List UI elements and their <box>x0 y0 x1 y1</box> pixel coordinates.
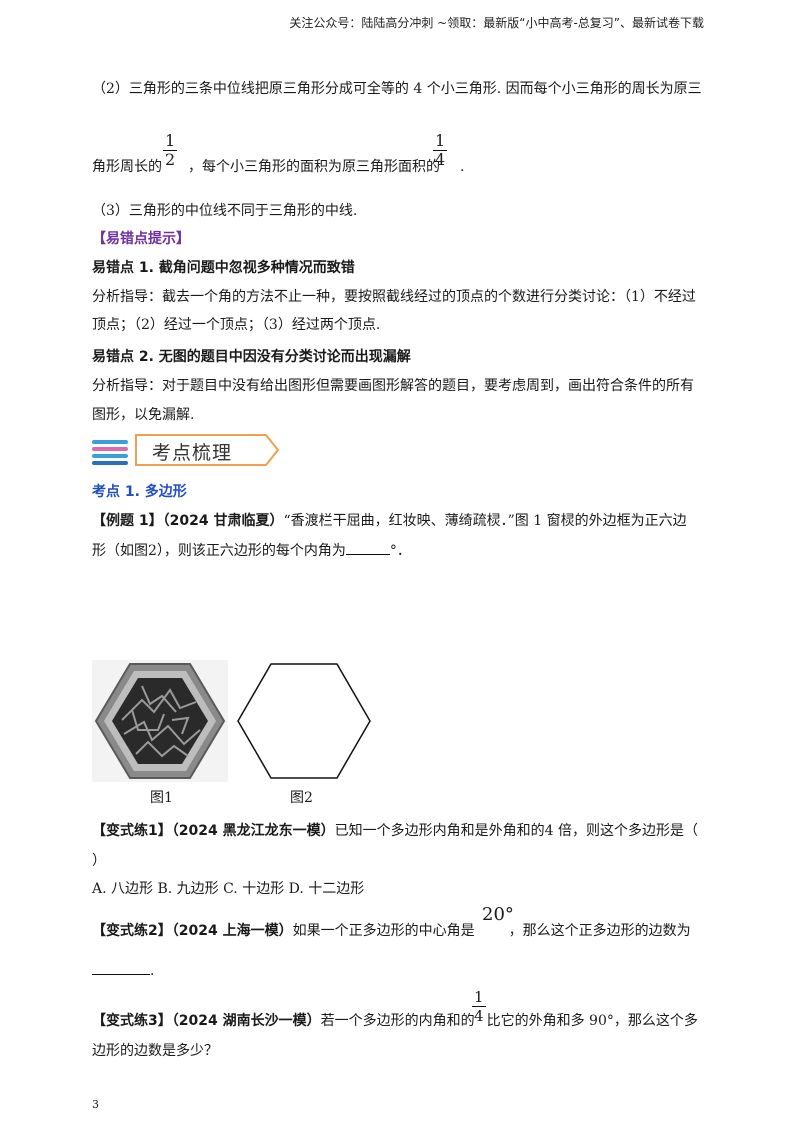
exercise3-line1: 【变式练3】（2024 湖南长沙一模）若一个多边形的内角和的比它的外角和多 90… <box>92 1013 698 1029</box>
fraction-one-half: 1 2 <box>163 131 178 169</box>
figure2-caption: 图2 <box>290 790 313 806</box>
note-item2-text-b: ，每个小三角形的面积为原三角形面积的 <box>188 159 440 175</box>
pitfall1-title: 易错点 1. 截角问题中忽视多种情况而致错 <box>92 260 355 276</box>
note-item2-line1: （2）三角形的三条中位线把原三角形分成可全等的 4 个小三角形. 因而每个小三角… <box>92 81 702 97</box>
central-angle-value: 20° <box>482 904 514 925</box>
pitfall1-line2: 顶点；（2）经过一个顶点；（3）经过两个顶点. <box>92 317 381 333</box>
exercise1-source: （2024 黑龙江龙东一模） <box>171 823 335 839</box>
fraction-one-quarter: 1 4 <box>433 131 448 169</box>
example1-text: “香渡栏干屈曲，红妆映、薄绮疏棂．”图 1 窗棂的外边框为正六边 <box>283 513 687 529</box>
section-banner-label: 考点梳理 <box>152 442 233 464</box>
topic-heading: 考点 1. 多边形 <box>92 484 187 500</box>
window-lattice-photo <box>92 660 228 782</box>
section-banner-graphic <box>92 434 280 466</box>
page-number: 3 <box>92 1098 99 1111</box>
exercise2-answer-blank <box>92 960 150 975</box>
note-item2-text-c: . <box>460 159 465 175</box>
example1-tag: 【例题 1】 <box>92 513 163 529</box>
header-note: 关注公众号：陆陆高分冲刺 ~领取：最新版“小中高考-总复习”、最新试卷下载 <box>289 16 704 30</box>
exercise1-tag: 【变式练1】 <box>92 823 172 839</box>
pitfalls-heading: 【易错点提示】 <box>92 231 190 247</box>
exercise2-line1: 【变式练2】（2024 上海一模）如果一个正多边形的中心角是，那么这个正多边形的… <box>92 923 691 939</box>
exercise1-line2: ） <box>92 853 106 869</box>
note-item3: （3）三角形的中位线不同于三角形的中线. <box>92 203 358 219</box>
example1-line1: 【例题 1】（2024 甘肃临夏）“香渡栏干屈曲，红妆映、薄绮疏棂．”图 1 窗… <box>92 510 687 532</box>
regular-hexagon-diagram <box>237 663 371 779</box>
pitfall2-line1: 分析指导：对于题目中没有给出图形但需要画图形解答的题目，要考虑周到，画出符合条件… <box>92 378 694 394</box>
exercise1-line1: 【变式练1】（2024 黑龙江龙东一模）已知一个多边形内角和是外角和的4 倍，则… <box>92 823 698 839</box>
note-item2-text-a: 角形周长的 <box>92 159 162 175</box>
exercise2-source: （2024 上海一模） <box>171 923 293 939</box>
exercise2-tag: 【变式练2】 <box>92 923 172 939</box>
note-item2-line2: 角形周长的 ，每个小三角形的面积为原三角形面积的. <box>92 156 464 178</box>
exercise2-line2: . <box>92 960 154 982</box>
exercise3-source: （2024 湖南长沙一模） <box>171 1013 321 1029</box>
pitfall1-line1: 分析指导：截去一个角的方法不止一种，要按照截线经过的顶点的个数进行分类讨论：（1… <box>92 289 696 305</box>
example1-source: （2024 甘肃临夏） <box>162 513 284 529</box>
exercise3-line2: 边形的边数是多少？ <box>92 1043 218 1059</box>
book-stripe-icon <box>92 440 128 444</box>
pitfall2-title: 易错点 2. 无图的题目中因没有分类讨论而出现漏解 <box>92 349 411 365</box>
answer-blank <box>345 540 390 555</box>
fraction-one-quarter-ex3: 1 4 <box>472 988 486 1025</box>
example1-line2: 形（如图2），则该正六边形的每个内角为°． <box>92 540 411 562</box>
pitfall2-line2: 图形，以免漏解. <box>92 407 195 423</box>
exercise3-tag: 【变式练3】 <box>92 1013 172 1029</box>
exercise1-options: A. 八边形 B. 九边形 C. 十边形 D. 十二边形 <box>92 881 365 897</box>
figure1-caption: 图1 <box>150 790 173 806</box>
